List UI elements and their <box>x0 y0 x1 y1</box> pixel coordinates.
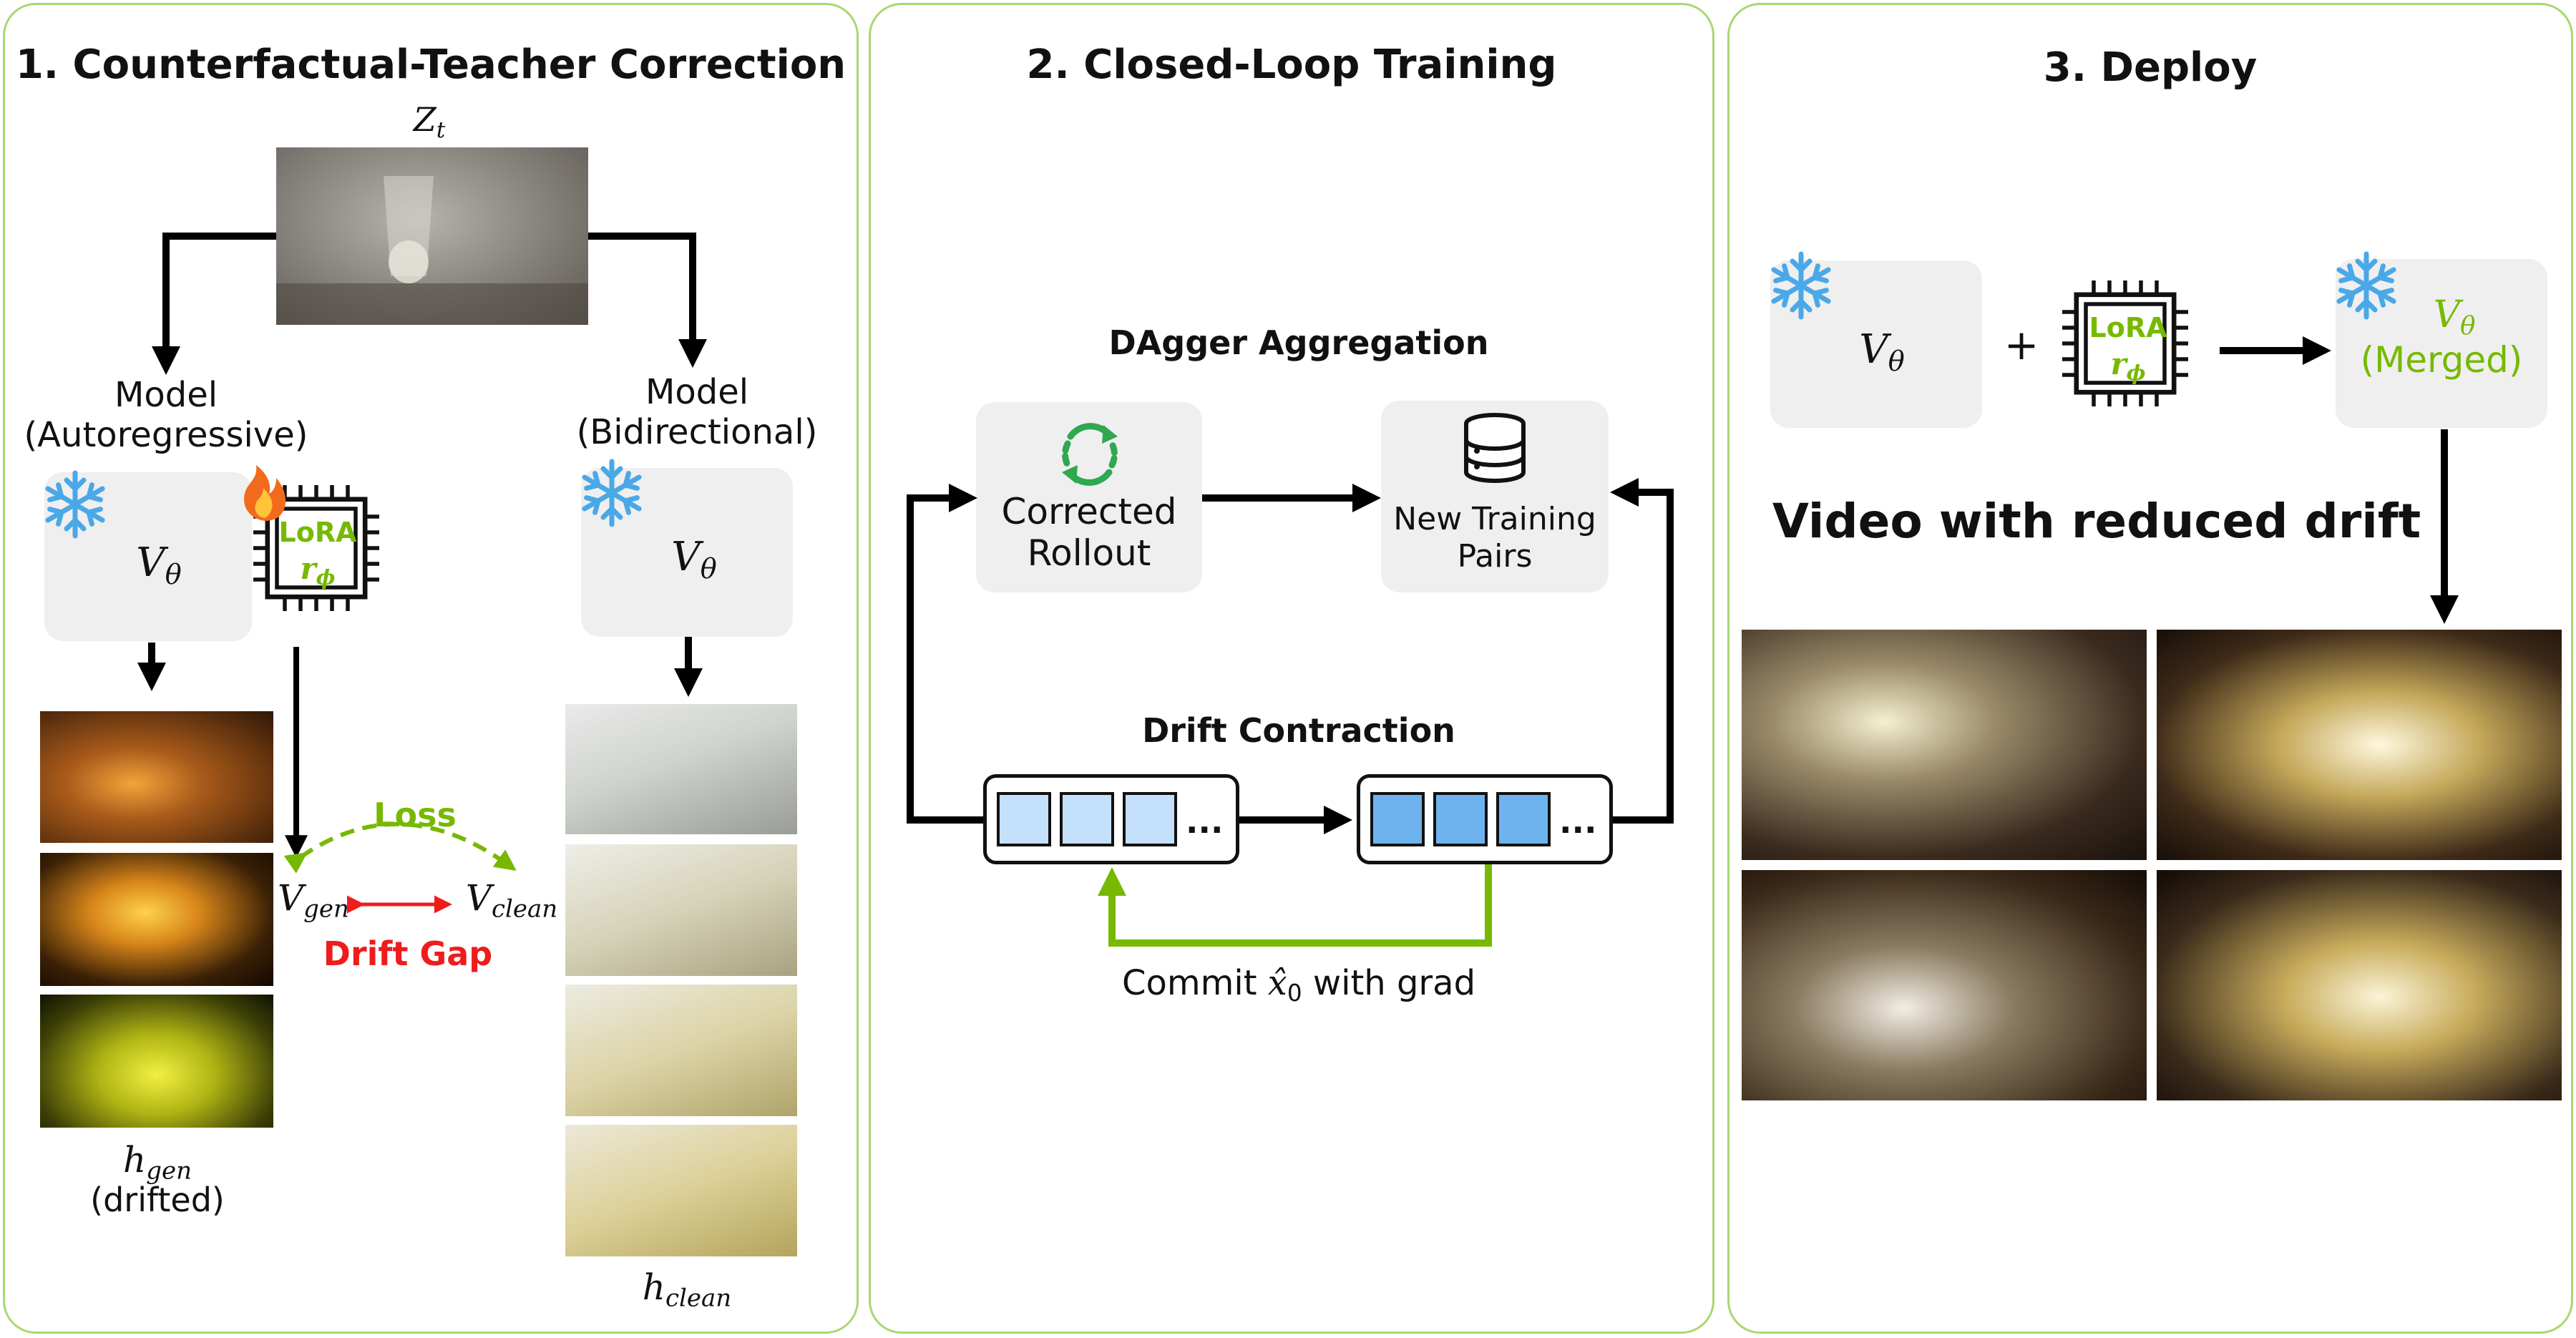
fire-icon <box>244 465 286 521</box>
output-frame-image <box>2157 630 2562 860</box>
output-frame-image <box>2157 870 2562 1100</box>
sequence-cell <box>1060 792 1114 846</box>
sequence-cell <box>1370 792 1425 846</box>
sequence-cell <box>997 792 1051 846</box>
v-theta-label-deploy: Vθ <box>1859 326 1905 377</box>
corrected-rollout-box <box>976 402 1202 592</box>
plus-sign: + <box>2004 321 2039 369</box>
commit-with-grad-label: Commit x̂0 with grad <box>1121 963 1476 1007</box>
model-autoregressive-label: Model (Autoregressive) <box>24 375 308 455</box>
clean-frame-image <box>565 985 797 1116</box>
drifted-frame-image <box>40 853 273 986</box>
panel2-title: 2. Closed-Loop Training <box>1026 41 1557 88</box>
lora-label-deploy: LoRA <box>2089 312 2167 343</box>
merged-label: (Merged) <box>2360 339 2523 381</box>
panel3-title: 3. Deploy <box>2043 44 2258 91</box>
ellipsis: ... <box>1186 802 1224 841</box>
refresh-icon <box>1062 423 1118 486</box>
loss-label: Loss <box>374 796 457 834</box>
drift-gap-label: Drift Gap <box>323 934 493 973</box>
drifted-frame-image <box>40 711 273 843</box>
lora-r-phi-label-deploy: rϕ <box>2110 346 2146 385</box>
panel-closed-loop-training <box>869 3 1714 1334</box>
sequence-buffer-before: ... <box>983 774 1239 864</box>
lora-r-phi-label: rϕ <box>300 551 336 590</box>
sequence-cell <box>1123 792 1177 846</box>
sequence-cell <box>1433 792 1488 846</box>
sequence-buffer-after: ... <box>1357 774 1613 864</box>
sequence-cell <box>1496 792 1551 846</box>
corrected-rollout-label: Corrected Rollout <box>1001 491 1177 574</box>
output-frame-image <box>1742 870 2147 1100</box>
noisy-frame-image <box>276 147 588 325</box>
ellipsis: ... <box>1559 802 1597 841</box>
h-clean-label: hclean <box>642 1266 732 1313</box>
merged-v-theta-label: Vθ <box>2433 293 2476 341</box>
database-icon <box>1464 413 1526 483</box>
drifted-frame-image <box>40 995 273 1128</box>
output-frame-image <box>1742 630 2147 860</box>
model-bidirectional-label: Model (Bidirectional) <box>576 372 818 452</box>
h-gen-label: hgen <box>123 1139 192 1186</box>
z-t-label: Zt <box>413 100 446 143</box>
dagger-aggregation-label: DAgger Aggregation <box>1108 323 1489 362</box>
drift-contraction-label: Drift Contraction <box>1142 711 1455 750</box>
drifted-note: (drifted) <box>90 1181 225 1219</box>
v-theta-label-ar: Vθ <box>136 539 182 590</box>
v-clean-label: Vclean <box>465 877 558 924</box>
video-caption: Video with reduced drift <box>1772 494 2421 549</box>
lora-label: LoRA <box>278 517 357 548</box>
new-training-pairs-label: New Training Pairs <box>1393 501 1596 575</box>
clean-frame-image <box>565 704 797 834</box>
v-theta-label-bi: Vθ <box>671 534 717 585</box>
clean-frame-image <box>565 1125 797 1256</box>
clean-frame-image <box>565 844 797 976</box>
panel1-title: 1. Counterfactual-Teacher Correction <box>15 41 847 88</box>
v-gen-label: Vgen <box>278 877 349 924</box>
